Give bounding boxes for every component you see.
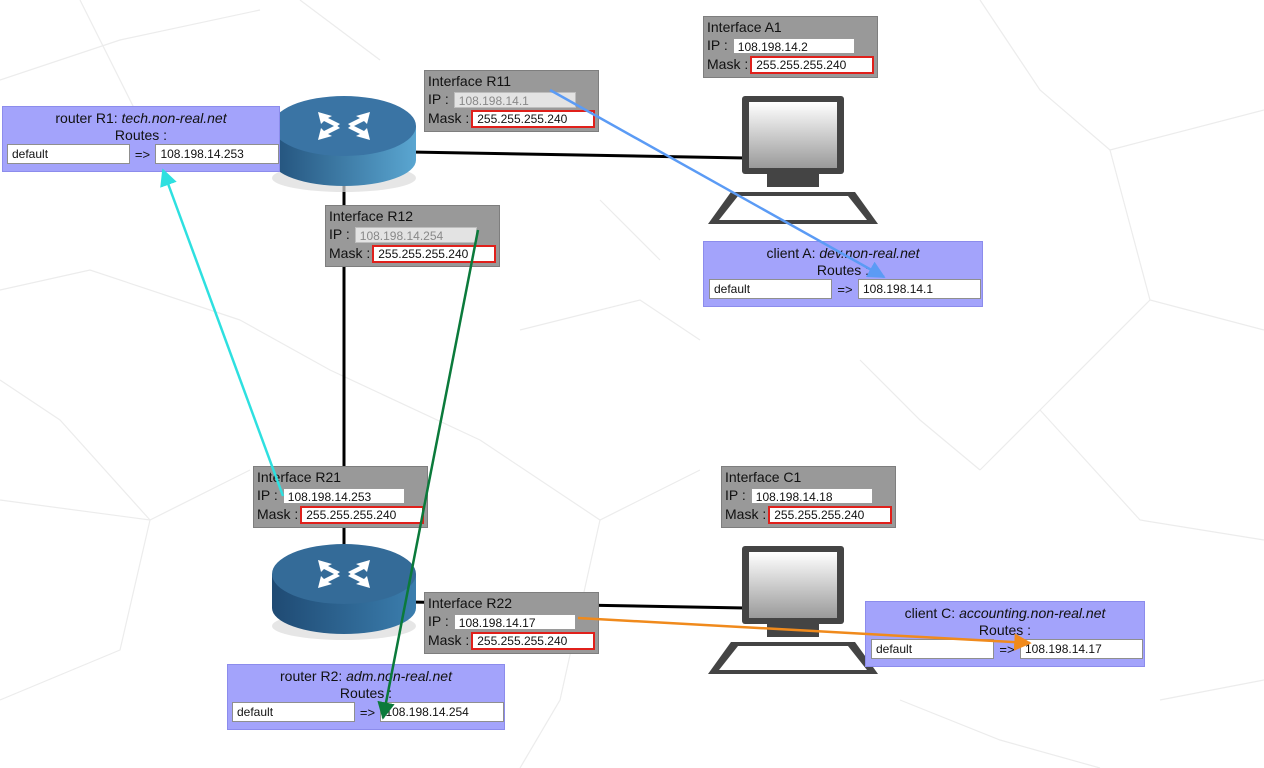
ip-label: IP :: [329, 226, 350, 242]
interface-title: Interface C1: [725, 469, 802, 485]
client-a-route-dest[interactable]: default: [709, 279, 832, 299]
interface-title: Interface R11: [428, 73, 512, 89]
route-arrow: =>: [134, 146, 151, 162]
ip-label: IP :: [257, 487, 278, 503]
client-a-hostname: dev.non-real.net: [819, 245, 920, 261]
client-a-name: client A: dev.non-real.net: [766, 245, 920, 261]
computer-icon[interactable]: [705, 545, 881, 675]
interface-title: Interface R12: [329, 208, 414, 224]
router-r1-route-dest[interactable]: default: [7, 144, 130, 164]
router-icon[interactable]: [268, 90, 420, 195]
interface-c1-ip-field[interactable]: 108.198.14.18: [750, 487, 873, 504]
mask-label: Mask :: [257, 506, 299, 522]
route-arrow: =>: [999, 641, 1015, 657]
interface-r22-mask-field[interactable]: 255.255.255.240: [471, 631, 595, 650]
computer-icon[interactable]: [705, 95, 881, 225]
router-r2-name: router R2: adm.non-real.net: [280, 668, 452, 684]
interface-r12-ip-field: 108.198.14.254: [354, 226, 477, 243]
client-a-box: client A: dev.non-real.net Routes : defa…: [703, 241, 983, 307]
router-r1-hostname: tech.non-real.net: [121, 110, 227, 126]
client-c-box: client C: accounting.non-real.net Routes…: [865, 601, 1145, 667]
interface-r21: Interface R21 IP :108.198.14.253 Mask :2…: [253, 466, 428, 528]
mask-label: Mask :: [725, 506, 767, 522]
ip-label: IP :: [428, 91, 449, 107]
mask-label: Mask :: [329, 245, 371, 261]
route-arrow: =>: [359, 704, 376, 720]
mask-label: Mask :: [428, 632, 470, 648]
interface-title: Interface A1: [707, 19, 782, 35]
router-r1-box: router R1: tech.non-real.net Routes : de…: [2, 106, 280, 172]
interface-r21-ip-field[interactable]: 108.198.14.253: [282, 487, 405, 504]
interface-r11: Interface R11 IP :108.198.14.1 Mask :255…: [424, 70, 599, 132]
interface-title: Interface R21: [257, 469, 342, 485]
interface-r11-mask-field[interactable]: 255.255.255.240: [471, 109, 595, 128]
interface-c1-mask-field[interactable]: 255.255.255.240: [768, 505, 892, 524]
interface-a1-mask-field[interactable]: 255.255.255.240: [750, 55, 874, 74]
router-r2-hostname: adm.non-real.net: [346, 668, 452, 684]
client-a-route-gateway[interactable]: 108.198.14.1: [858, 279, 981, 299]
client-a-routes-label: Routes :: [816, 262, 870, 278]
client-c-name: client C: accounting.non-real.net: [904, 605, 1106, 621]
interface-r11-ip-field: 108.198.14.1: [453, 91, 576, 108]
mask-label: Mask :: [707, 56, 749, 72]
ip-label: IP :: [707, 37, 728, 53]
router-r2-box: router R2: adm.non-real.net Routes : def…: [227, 664, 505, 730]
router-r2-route-dest[interactable]: default: [232, 702, 355, 722]
route-arrow: =>: [837, 281, 853, 297]
interface-a1: Interface A1 IP :108.198.14.2 Mask :255.…: [703, 16, 878, 78]
client-c-hostname: accounting.non-real.net: [959, 605, 1106, 621]
interface-r21-mask-field[interactable]: 255.255.255.240: [300, 505, 424, 524]
interface-a1-ip-field[interactable]: 108.198.14.2: [732, 37, 855, 54]
interface-r12: Interface R12 IP :108.198.14.254 Mask :2…: [325, 205, 500, 267]
router-r2-routes-label: Routes :: [339, 685, 393, 701]
interface-r22: Interface R22 IP :108.198.14.17 Mask :25…: [424, 592, 599, 654]
link-r1-clientA: [409, 150, 746, 160]
client-c-route-dest[interactable]: default: [871, 639, 994, 659]
client-c-route-gateway[interactable]: 108.198.14.17: [1020, 639, 1143, 659]
client-c-routes-label: Routes :: [978, 622, 1032, 638]
interface-title: Interface R22: [428, 595, 513, 611]
ip-label: IP :: [428, 613, 449, 629]
interface-r12-mask-field[interactable]: 255.255.255.240: [372, 244, 496, 263]
router-r1-routes-label: Routes :: [114, 127, 168, 143]
router-r1-name: router R1: tech.non-real.net: [55, 110, 227, 126]
ip-label: IP :: [725, 487, 746, 503]
mask-label: Mask :: [428, 110, 470, 126]
router-r1-route-gateway[interactable]: 108.198.14.253: [155, 144, 279, 164]
interface-c1: Interface C1 IP :108.198.14.18 Mask :255…: [721, 466, 896, 528]
interface-r22-ip-field[interactable]: 108.198.14.17: [453, 613, 576, 630]
router-icon[interactable]: [268, 538, 420, 643]
router-r2-route-gateway[interactable]: 108.198.14.254: [380, 702, 504, 722]
